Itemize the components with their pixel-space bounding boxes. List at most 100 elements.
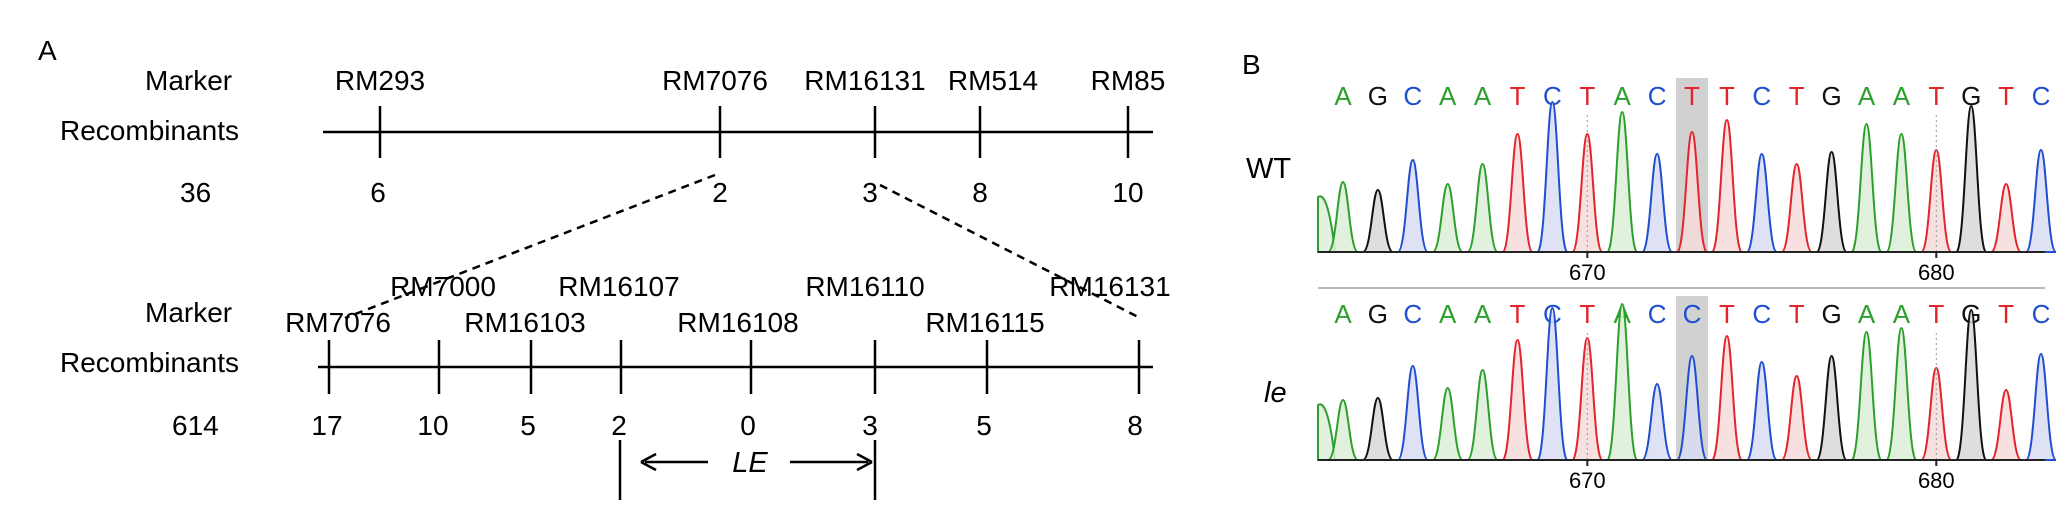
fine-recombinant-count: 2 — [611, 410, 627, 441]
le-track-label: le — [1264, 377, 1287, 409]
chromatogram-peak — [1710, 118, 1743, 253]
coarse-map: Marker Recombinants 3 6 RM293 RM7076 RM16… — [60, 65, 1165, 208]
chromatogram-peak — [1815, 354, 1848, 461]
coarse-recombinant-count: 8 — [972, 177, 988, 208]
chromatogram-peak — [2025, 352, 2057, 461]
chromatogram-peak — [1676, 130, 1708, 253]
base-call: C — [1683, 299, 1702, 329]
base-call: G — [1961, 81, 1981, 111]
base-call: C — [1648, 81, 1667, 111]
zoom-connector-right — [879, 183, 1141, 320]
base-call: T — [1684, 81, 1700, 111]
position-label: 680 — [1918, 468, 1955, 493]
fine-marker-name: RM16131 — [1049, 271, 1170, 302]
base-call: T — [1719, 299, 1735, 329]
coarse-recombinant-count: 6 — [370, 177, 386, 208]
coarse-recombinant-count: 3 — [862, 177, 878, 208]
panel-a-label: A — [38, 35, 57, 66]
fine-marker-label: Marker — [145, 297, 232, 328]
le-arrowhead-right — [856, 452, 873, 472]
position-label: 670 — [1569, 468, 1606, 493]
fine-marker-name: RM16107 — [558, 271, 679, 302]
chromatogram-peak — [1990, 388, 2023, 461]
base-call: T — [1928, 81, 1944, 111]
chromatogram-peak — [1501, 132, 1534, 253]
chromatogram-peak — [1745, 152, 1778, 253]
chromatogram-peak — [1780, 162, 1813, 253]
chromatogram-peak — [1536, 306, 1569, 461]
base-call: C — [1543, 81, 1562, 111]
base-call: A — [1614, 81, 1632, 111]
chromatogram-peak — [1466, 368, 1499, 461]
base-call: T — [1928, 299, 1944, 329]
base-call: G — [1368, 81, 1388, 111]
coarse-marker-name: RM16131 — [804, 65, 925, 96]
fine-marker-name: RM16115 — [925, 307, 1044, 338]
fine-recombinant-count: 17 — [311, 410, 342, 441]
le-interval: LE — [618, 440, 877, 500]
chromatogram-peak — [1396, 158, 1429, 253]
fine-marker-name: RM16110 — [805, 271, 924, 302]
wt-track-label: WT — [1246, 153, 1291, 185]
base-call: A — [1858, 81, 1876, 111]
base-call: C — [1403, 299, 1422, 329]
coarse-marker-name: RM7076 — [662, 65, 768, 96]
fine-recombinant-count: 5 — [976, 410, 992, 441]
chromatogram-peak — [1361, 396, 1394, 461]
base-call: C — [1752, 81, 1771, 111]
chromatogram-peak — [2025, 148, 2057, 253]
chromatogram-peak — [1571, 132, 1604, 253]
base-call: T — [1719, 81, 1735, 111]
fine-recombinant-count: 5 — [520, 410, 536, 441]
chromatogram-peak — [1885, 326, 1918, 461]
fine-marker-name: RM7076 — [285, 307, 391, 338]
coarse-marker-name: RM293 — [335, 65, 425, 96]
base-call: T — [1998, 299, 2014, 329]
base-call: A — [1858, 299, 1876, 329]
base-call: G — [1368, 299, 1388, 329]
coarse-recombinants-label: Recombinants — [60, 115, 239, 146]
fine-marker-name: RM7000 — [390, 271, 496, 302]
base-call: A — [1893, 299, 1911, 329]
chromatogram-peak — [1710, 334, 1743, 461]
chromatogram-peak — [1536, 100, 1569, 253]
chromatogram-peak — [1641, 152, 1674, 253]
chromatogram-peak — [1745, 360, 1778, 461]
chromatogram-peak — [1885, 132, 1918, 253]
base-call: G — [1821, 299, 1841, 329]
le-arrowhead-left — [640, 452, 657, 472]
chromatogram-peak — [1327, 398, 1359, 461]
base-call: C — [2032, 299, 2051, 329]
base-call: C — [1752, 299, 1771, 329]
base-call: A — [1334, 299, 1352, 329]
coarse-marker-name: RM514 — [948, 65, 1038, 96]
chromatogram-peak — [1361, 188, 1394, 253]
coarse-marker-name: RM85 — [1091, 65, 1166, 96]
le-interval-label: LE — [732, 447, 768, 479]
chromatogram-peak — [1990, 182, 2023, 253]
fine-marker-name: RM16103 — [464, 307, 585, 338]
base-call: T — [1998, 81, 2014, 111]
chromatogram-peak — [1431, 386, 1464, 461]
base-call: T — [1510, 299, 1526, 329]
chromatogram-peak — [1327, 180, 1359, 253]
fine-recombinants-label: Recombinants — [60, 347, 239, 378]
base-call: C — [1648, 299, 1667, 329]
base-call: C — [1403, 81, 1422, 111]
fine-recombinant-count: 0 — [740, 410, 756, 441]
position-label: 680 — [1918, 260, 1955, 285]
chromatogram-peak — [1955, 308, 1988, 461]
coarse-marker-label: Marker — [145, 65, 232, 96]
fine-recombinant-count: 10 — [417, 410, 448, 441]
base-call: T — [1579, 81, 1595, 111]
base-call: T — [1510, 81, 1526, 111]
base-call: T — [1789, 299, 1805, 329]
coarse-recombinant-count: 10 — [1112, 177, 1143, 208]
chromatogram-peak — [1780, 374, 1813, 461]
base-call: T — [1789, 81, 1805, 111]
chromatogram-peak — [1466, 162, 1499, 253]
chromatogram-peak — [1431, 182, 1464, 253]
fine-recombinant-count: 3 — [862, 410, 878, 441]
zoom-connector-left — [344, 173, 716, 320]
